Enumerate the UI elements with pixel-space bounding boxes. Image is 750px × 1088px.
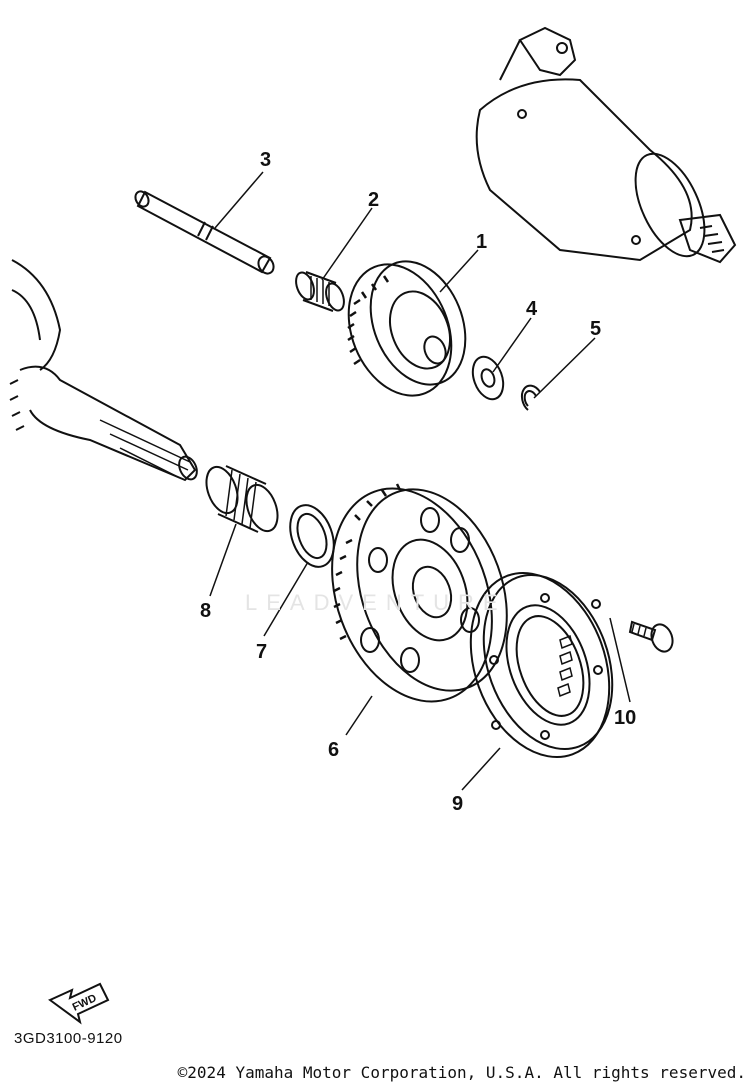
part-5-circlip: [520, 384, 541, 411]
drawing-code: 3GD3100-9120: [14, 1030, 123, 1047]
part-7-washer: [289, 504, 335, 568]
part-label-5: 5: [590, 318, 601, 340]
part-label-7: 7: [256, 641, 267, 663]
starter-motor: [475, 26, 737, 264]
part-6-wheel-gear: [331, 483, 508, 703]
part-label-2: 2: [368, 189, 379, 211]
part-label-1: 1: [476, 231, 487, 253]
copyright-text: ©2024 Yamaha Motor Corporation, U.S.A. A…: [177, 1063, 746, 1082]
part-label-10: 10: [614, 707, 636, 729]
part-label-9: 9: [452, 793, 463, 815]
part-label-4: 4: [526, 298, 538, 320]
part-4-washer: [471, 355, 505, 401]
part-10-bolt: [628, 620, 674, 653]
copyright-footer: ©2024 Yamaha Motor Corporation, U.S.A. A…: [0, 1063, 750, 1082]
leader-lines: [209, 171, 631, 791]
part-label-6: 6: [328, 739, 339, 761]
part-3-shaft: [134, 190, 275, 275]
part-1-idler-gear: [347, 260, 467, 397]
part-8-bearing: [205, 465, 279, 533]
part-label-3: 3: [260, 149, 271, 171]
part-9-one-way-clutch: [469, 572, 614, 758]
part-2-bearing: [295, 271, 345, 312]
fwd-arrow: [48, 982, 110, 1025]
crankshaft: [9, 259, 198, 482]
part-label-8: 8: [200, 600, 211, 622]
watermark-logo: LEADVENTURE: [245, 590, 507, 615]
